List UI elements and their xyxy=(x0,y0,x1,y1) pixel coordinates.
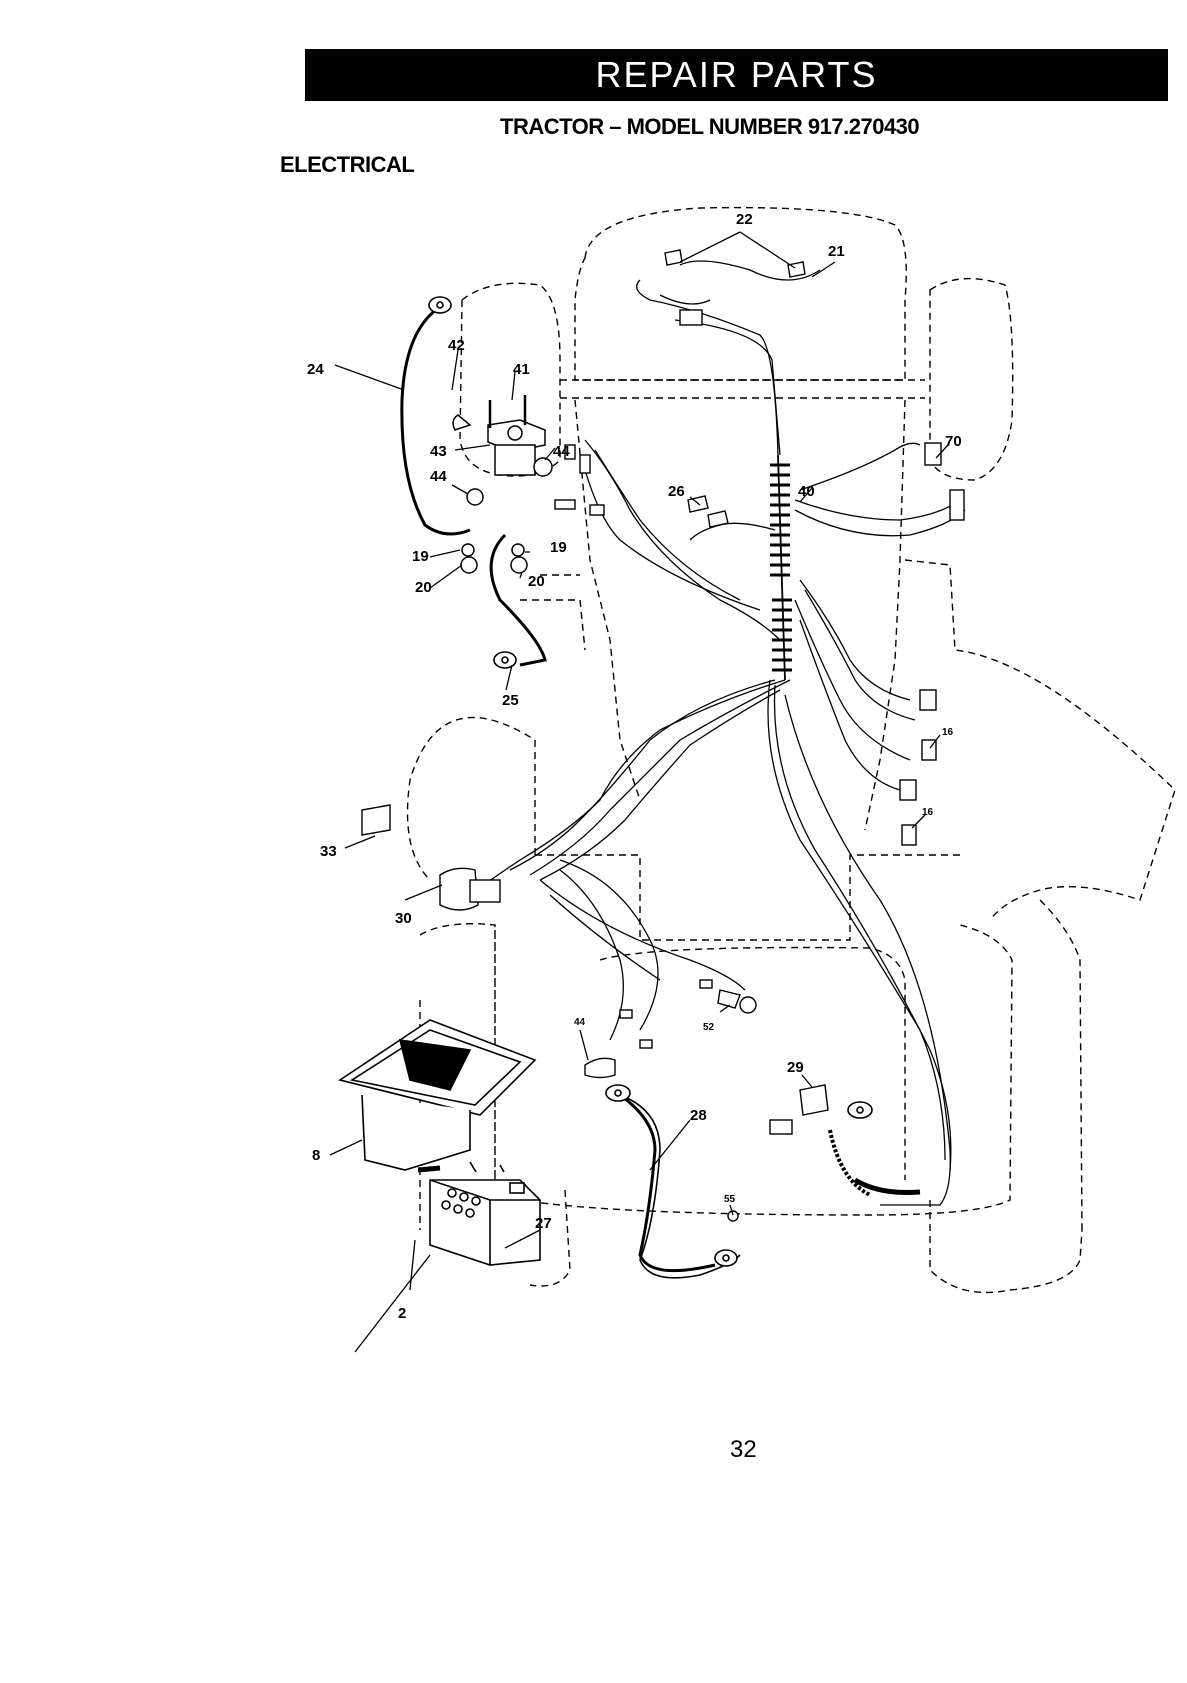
callout-24: 24 xyxy=(307,361,324,378)
fuse-44 xyxy=(585,1058,615,1077)
switch-29 xyxy=(800,1085,828,1115)
hood-outline xyxy=(575,208,906,380)
callout-28: 28 xyxy=(690,1107,707,1124)
headlight-sockets-22 xyxy=(665,250,805,277)
seat-deck xyxy=(408,718,961,941)
callout-16: 16 xyxy=(922,807,934,818)
rear-right-edge xyxy=(1040,900,1082,1230)
callout-26: 26 xyxy=(668,483,685,500)
callout-70: 70 xyxy=(945,433,962,450)
callout-27: 27 xyxy=(535,1215,552,1232)
callout-25: 25 xyxy=(502,692,519,709)
callout-42: 42 xyxy=(448,337,465,354)
frame-right xyxy=(865,400,905,830)
callout-41: 41 xyxy=(513,361,530,378)
callout-29: 29 xyxy=(787,1059,804,1076)
callout-43: 43 xyxy=(430,443,447,460)
callout-19: 19 xyxy=(550,539,567,556)
callout-8: 8 xyxy=(312,1147,320,1164)
wiring-harness xyxy=(470,261,965,1278)
callout-44: 44 xyxy=(430,468,447,485)
hood-crossline xyxy=(560,380,925,398)
callout-20: 20 xyxy=(415,579,432,596)
callout-52: 52 xyxy=(703,1022,715,1033)
connector-harness-front xyxy=(680,310,702,325)
callout-40: 40 xyxy=(798,483,815,500)
callout-30: 30 xyxy=(395,910,412,927)
callout-20: 20 xyxy=(528,573,545,590)
connector-70 xyxy=(925,443,941,465)
rear-right-wheel xyxy=(930,1200,1082,1293)
callout-44: 44 xyxy=(574,1017,586,1028)
right-fender xyxy=(905,560,1175,920)
battery-box xyxy=(340,1020,540,1265)
callout-55: 55 xyxy=(724,1194,736,1205)
page-number: 32 xyxy=(730,1436,757,1464)
battery-tray-outline xyxy=(600,948,905,1181)
callout-33: 33 xyxy=(320,843,337,860)
callout-44: 44 xyxy=(553,443,570,460)
callout-16: 16 xyxy=(942,727,954,738)
front-right-wheel xyxy=(930,279,1013,480)
callout-22: 22 xyxy=(736,211,753,228)
diode-33 xyxy=(362,805,390,835)
callout-19: 19 xyxy=(412,548,429,565)
switch-16b xyxy=(902,825,916,845)
callout-2: 2 xyxy=(398,1305,406,1322)
starter-solenoid xyxy=(453,395,552,573)
callout-21: 21 xyxy=(828,243,845,260)
spiral-wrap xyxy=(770,465,920,1195)
